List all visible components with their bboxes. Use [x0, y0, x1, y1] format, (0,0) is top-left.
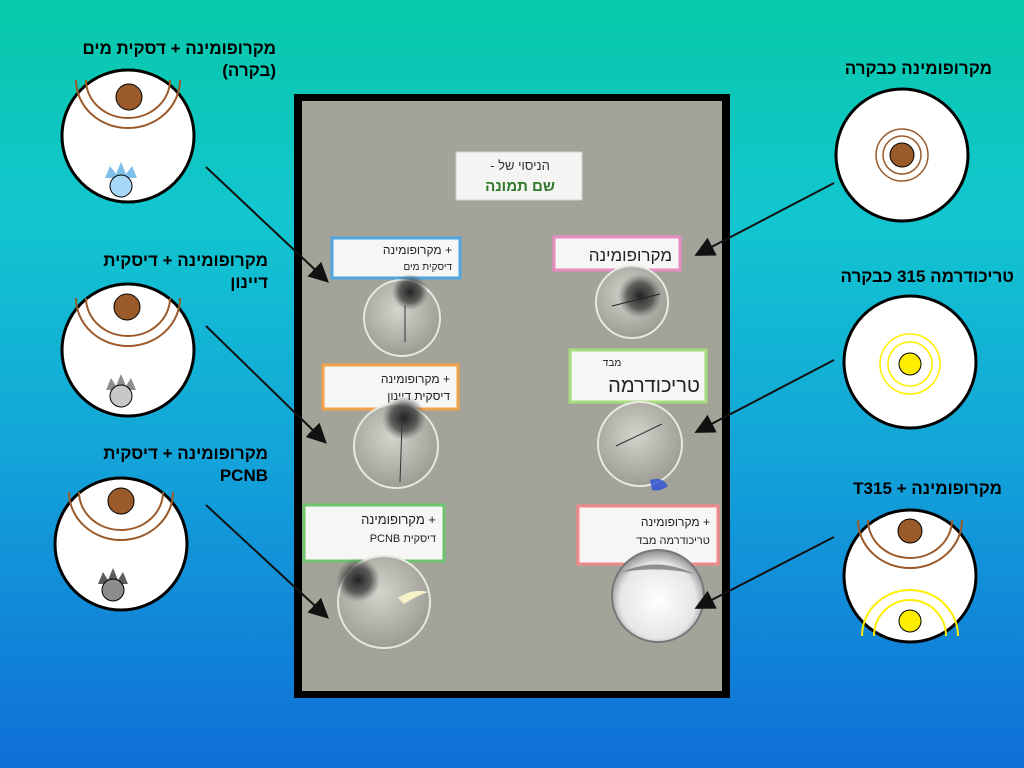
- arrow-macrophomina: [694, 182, 835, 256]
- photo-card-pcnb: מקרופומינה + PCNB דיסקית: [302, 503, 446, 563]
- experiment-photo: הניסוי של - שם תמונה מקרופומינה + דיסקית…: [294, 94, 730, 698]
- label-water-disc-line1: מקרופומינה + דסקית מים: [82, 39, 276, 58]
- label-pcnb-disc: מקרופומינה + דיסקית PCNB: [103, 443, 268, 487]
- label-dynon-disc: מקרופומינה + דיסקית דיינון: [103, 250, 268, 294]
- arrow-mix: [694, 536, 835, 609]
- petri-dish-water: [363, 274, 441, 357]
- arrow-pcnb: [205, 504, 329, 619]
- label-macrophomina-control: מקרופומינה כבקרה: [844, 59, 992, 78]
- photo-card-dynon-line1: מקרופומינה +: [381, 372, 450, 386]
- label-dynon-disc-line1: מקרופומינה + דיסקית: [103, 251, 268, 270]
- petri-dish-macrophomina: [595, 265, 669, 339]
- photo-card-trichoderma: מבד טריכודרמה: [568, 348, 708, 404]
- photo-title-card: הניסוי של - שם תמונה: [455, 151, 583, 201]
- photo-card-mix-line2: טריכודרמה מבד: [636, 535, 710, 547]
- label-water-disc-line2: (בקרה): [222, 61, 276, 80]
- label-pcnb-disc-line2: PCNB: [219, 466, 268, 485]
- photo-card-water-line1: מקרופומינה +: [383, 243, 452, 257]
- photo-card-macrophomina-line1: מקרופומינה: [589, 246, 672, 265]
- diagram-macrophomina-control: [834, 87, 970, 223]
- photo-title-line1: הניסוי של -: [490, 158, 550, 173]
- diagram-macrophomina-t315: [842, 508, 978, 644]
- photo-card-pcnb-line2: PCNB דיסקית: [370, 533, 436, 545]
- diagram-trichoderma-control: [842, 294, 978, 430]
- label-water-disc: מקרופומינה + דסקית מים (בקרה): [82, 38, 276, 82]
- label-trichoderma-control: טריכודרמה 315 כבקרה: [840, 267, 1015, 286]
- photo-title-line2: שם תמונה: [485, 178, 555, 195]
- label-dynon-disc-line2: דיינון: [230, 273, 268, 292]
- label-pcnb-disc-line1: מקרופומינה + דיסקית: [103, 444, 268, 463]
- diagram-water-disc: [60, 68, 196, 204]
- photo-card-water-line2: דיסקית מים: [403, 262, 452, 273]
- photo-card-macrophomina: מקרופומינה: [552, 235, 682, 272]
- diagram-dynon-disc: [60, 282, 196, 418]
- photo-card-trichoderma-line1: טריכודרמה: [608, 375, 700, 397]
- diagram-pcnb-disc: [53, 476, 189, 612]
- petri-dish-dynon: [353, 396, 439, 489]
- photo-card-trichoderma-small: מבד: [603, 358, 622, 369]
- arrow-dynon: [205, 325, 327, 444]
- arrows: [205, 166, 835, 619]
- petri-dish-mix: [611, 549, 705, 643]
- arrow-water: [205, 166, 329, 283]
- petri-dish-pcnb: [336, 555, 431, 649]
- photo-card-water: מקרופומינה + דיסקית מים: [330, 236, 462, 280]
- arrow-trichoderma: [694, 359, 835, 433]
- petri-dish-trichoderma: [597, 401, 683, 491]
- photo-card-mix-line1: מקרופומינה +: [641, 515, 710, 529]
- photo-card-pcnb-line1: מקרופומינה +: [361, 512, 436, 527]
- label-macrophomina-t315: מקרופומינה + T315: [853, 479, 1002, 498]
